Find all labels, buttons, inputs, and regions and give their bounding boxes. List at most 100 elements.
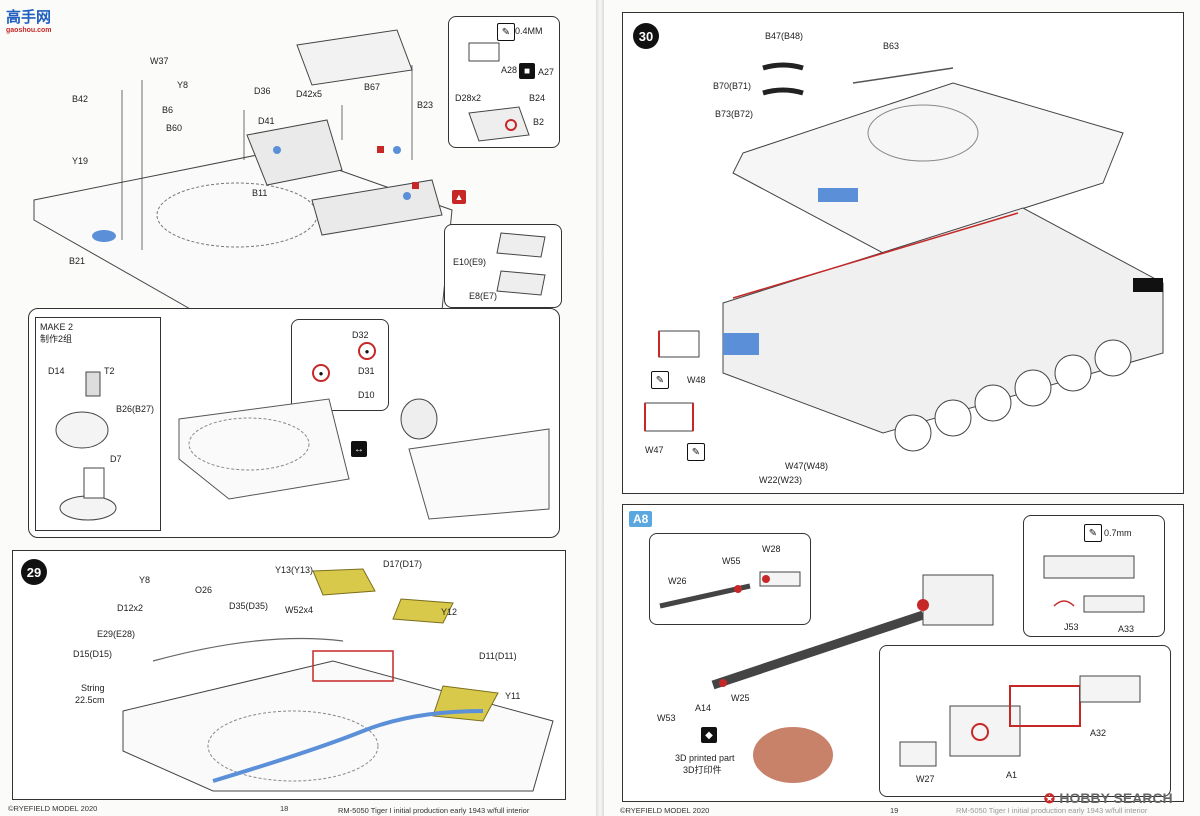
part-label: W28 xyxy=(762,544,781,554)
cut-pencil-icon: ✎ xyxy=(651,371,669,389)
part-label: J53 xyxy=(1064,622,1079,632)
inset-hatch-detail: ✎ 0.4MM A28 ■ A27 D28x2 B24 B2 xyxy=(448,16,560,148)
no-glue-icon: ● xyxy=(312,364,330,382)
printed-part-label: 3D printed part xyxy=(675,753,735,763)
part-label: W25 xyxy=(731,693,750,703)
footer-copyright: ©RYEFIELD MODEL 2020 xyxy=(8,804,98,813)
hull-floor-diagram xyxy=(122,568,554,792)
watermark-url: gaoshou.com xyxy=(6,27,52,34)
part-label: T2 xyxy=(104,366,115,376)
make-subtitle: 制作2组 xyxy=(40,334,73,344)
part-label: A1 xyxy=(1006,770,1018,780)
printed-part-icon: ◆ xyxy=(701,727,717,743)
part-label: B60 xyxy=(166,123,183,133)
part-label: W22(W23) xyxy=(759,475,803,485)
hobby-search-watermark: ✪ HOBBY SEARCH xyxy=(1044,790,1173,808)
part-label: W48 xyxy=(687,375,706,385)
part-label: W27 xyxy=(916,774,935,784)
hull-roof-diagram xyxy=(33,29,453,311)
part-label: B2 xyxy=(533,117,545,127)
thickness-label: 0.4MM xyxy=(515,26,543,36)
part-label: A27 xyxy=(538,67,555,77)
part-label: A28 xyxy=(501,65,518,75)
right-page: 30 B47(B48) B63 B70(B71) B73 xyxy=(604,0,1200,816)
step-30-panel: 30 B47(B48) B63 B70(B71) B73 xyxy=(622,12,1184,494)
string-length-label: 22.5cm xyxy=(75,695,105,705)
part-label: W47 xyxy=(645,445,664,455)
part-label: W37 xyxy=(150,56,169,66)
string-label: String xyxy=(81,683,105,693)
part-label: Y19 xyxy=(72,156,89,166)
part-label: D41 xyxy=(258,116,275,126)
left-page: 高手网 gaoshou.com W37 Y8 B42 B6 B60 Y19 xyxy=(0,0,596,816)
watermark-text: HOBBY SEARCH xyxy=(1059,790,1173,806)
part-label: B67 xyxy=(364,82,381,92)
part-label: D35(D35) xyxy=(229,601,269,611)
part-label: B21 xyxy=(69,256,86,266)
a8-panel: A8 W55 W28 W26 W25 A14 W53 ◆ 3D printed … xyxy=(622,504,1184,802)
make-two-subpanel: MAKE 2 制作2组 D14 T2 B26(B27) D7 xyxy=(35,317,161,531)
watermark-logo-icon: ✪ xyxy=(1044,791,1055,806)
part-label: B42 xyxy=(72,94,89,104)
part-label: B73(B72) xyxy=(715,109,754,119)
footer-product: RM-5050 Tiger I initial production early… xyxy=(956,806,1148,815)
hull-assembly-diagram xyxy=(644,62,1164,452)
gun-barrel-diagram xyxy=(711,574,994,783)
step-tag: A8 xyxy=(629,511,653,527)
grille-diagram xyxy=(496,232,546,296)
step-number: 30 xyxy=(633,23,659,49)
step-number: 29 xyxy=(21,559,47,585)
part-label: A14 xyxy=(695,703,712,713)
part-label: B63 xyxy=(883,41,900,51)
part-label: Y8 xyxy=(177,80,189,90)
part-label: D31 xyxy=(358,366,375,376)
part-label: D42x5 xyxy=(296,89,323,99)
part-label: B24 xyxy=(529,93,546,103)
cut-pencil-icon: ✎ xyxy=(1084,524,1102,542)
part-label: D11(D11) xyxy=(479,651,517,661)
glue-icon: ■ xyxy=(519,63,535,79)
part-label: Y12 xyxy=(441,607,458,617)
part-label: B23 xyxy=(417,100,434,110)
thickness-label: 0.7mm xyxy=(1104,528,1132,538)
footer-copyright: ©RYEFIELD MODEL 2020 xyxy=(620,806,710,815)
cut-pencil-icon: ✎ xyxy=(497,23,515,41)
part-label: E10(E9) xyxy=(453,257,487,267)
part-label: D7 xyxy=(110,454,122,464)
cut-pencil-icon: ✎ xyxy=(687,443,705,461)
part-label: D12x2 xyxy=(117,603,144,613)
part-label: B6 xyxy=(162,105,174,115)
part-label: W26 xyxy=(668,576,687,586)
page-number: 18 xyxy=(280,804,289,813)
barrel-tip-diagram xyxy=(659,571,801,609)
printed-part-label-cn: 3D打印件 xyxy=(683,765,722,775)
cement-icon: ▲ xyxy=(452,190,466,204)
top-assembly-panel: W37 Y8 B42 B6 B60 Y19 D36 D41 D42x5 B67 … xyxy=(12,10,572,540)
periscope-diagram xyxy=(55,371,117,521)
part-label: D36 xyxy=(254,86,271,96)
mantlet-part-diagram xyxy=(1043,555,1145,613)
hatch-diagram xyxy=(468,42,530,142)
make-title: MAKE 2 xyxy=(40,322,74,332)
part-label: D28x2 xyxy=(455,93,482,103)
part-label: D10 xyxy=(358,390,375,400)
footer-product: RM-5050 Tiger I initial production early… xyxy=(338,806,530,815)
part-label: B47(B48) xyxy=(765,31,804,41)
part-label: D17(D17) xyxy=(383,559,423,569)
watermark-logo-text: 高手网 xyxy=(6,9,52,26)
part-label: W52x4 xyxy=(285,605,314,615)
part-label: D32 xyxy=(352,330,369,340)
page-number: 19 xyxy=(890,806,899,815)
part-label: B11 xyxy=(252,188,268,198)
part-label: A33 xyxy=(1118,624,1135,634)
part-label: D15(D15) xyxy=(73,649,113,659)
mantlet-assembly-subpanel: A32 W27 A1 xyxy=(879,645,1171,797)
part-label: E29(E28) xyxy=(97,629,136,639)
mantlet-assembly-diagram xyxy=(899,675,1141,767)
step-29-panel: 29 Y8 O26 D12x2 E29(E28) D15(D15) String… xyxy=(12,550,566,800)
part-label: E8(E7) xyxy=(469,291,498,301)
book-gutter xyxy=(596,0,604,816)
part-detail-subpanel: D32 ● ● D31 D10 xyxy=(291,319,389,411)
inset-grille-detail: E10(E9) E8(E7) xyxy=(444,224,562,308)
part-label: W47(W48) xyxy=(785,461,829,471)
